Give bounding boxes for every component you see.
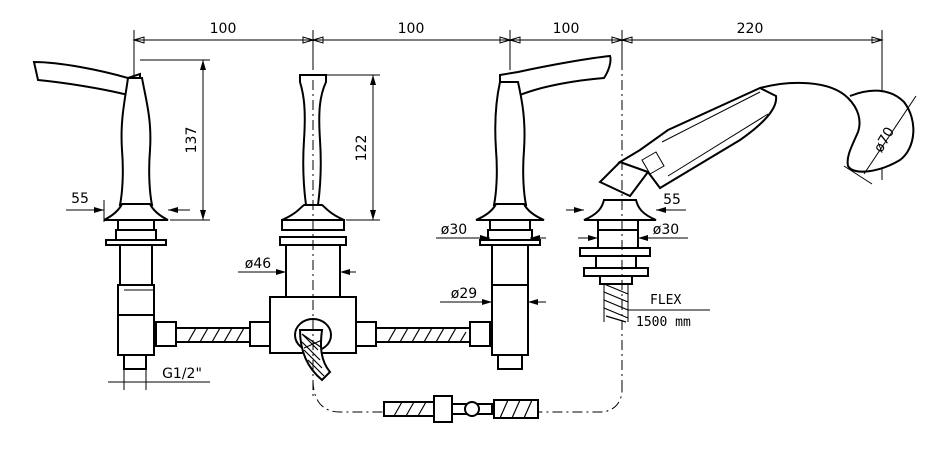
flex-length: 1500 mm <box>636 315 691 330</box>
flex-note: FLEX 1500 mm <box>628 293 710 330</box>
dim-30-shower: ø30 <box>578 222 688 241</box>
lower-hose <box>383 395 539 423</box>
dim-flange-left: 55 <box>71 191 89 207</box>
right-valve <box>469 54 612 370</box>
dim-thread: G1/2" <box>108 366 210 390</box>
hand-shower <box>617 81 915 190</box>
centre-lines <box>312 40 623 413</box>
dim-30-right: ø30 <box>436 222 546 241</box>
dim-46: ø46 <box>238 256 356 275</box>
flex-label: FLEX <box>650 293 681 308</box>
dim-flange-right: 55 <box>663 192 681 208</box>
dim-dia-center-body: ø46 <box>245 256 271 272</box>
dim-height-left-handle: 137 <box>184 127 200 154</box>
dim-spacing-3: 100 <box>553 21 580 37</box>
dim-137: 137 <box>140 59 210 221</box>
dim-dia-right-collar: ø30 <box>441 222 467 238</box>
dim-122: 122 <box>326 74 380 221</box>
shower-outlet <box>579 160 657 323</box>
hoses <box>175 321 471 347</box>
dim-height-center-handle: 122 <box>354 135 370 162</box>
dim-dia-right-body: ø29 <box>451 286 477 302</box>
dim-55-right: 55 <box>566 192 686 213</box>
dim-spacing-4: 220 <box>737 21 764 37</box>
dim-spacing-2: 100 <box>398 21 425 37</box>
dim-thread-left: G1/2" <box>162 366 202 382</box>
dim-dia-shower-collar: ø30 <box>653 222 679 238</box>
dim-55-left: 55 <box>66 191 190 222</box>
dim-29: ø29 <box>440 286 546 305</box>
left-valve <box>32 60 177 370</box>
dim-spacing-1: 100 <box>210 21 237 37</box>
